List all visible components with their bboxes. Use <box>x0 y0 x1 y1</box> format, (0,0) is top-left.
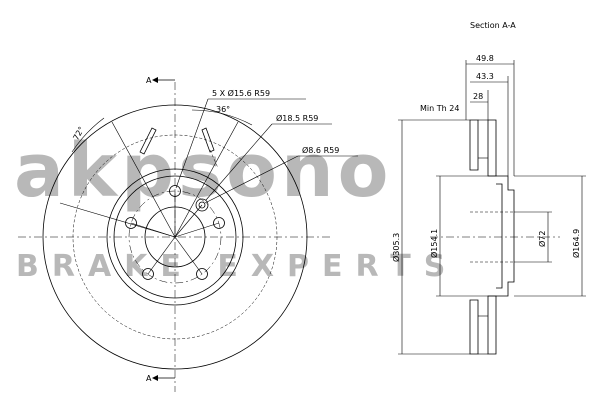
dimension-hat-diameter: Ø154.1 <box>429 175 470 297</box>
hole-8-callout: Ø8.6 R59 <box>302 145 339 155</box>
width-hat-label: 43.3 <box>476 72 494 81</box>
surface-slot <box>139 127 157 155</box>
hole-18-callout: Ø18.5 R59 <box>276 113 318 123</box>
section-profile <box>430 119 560 355</box>
bolt-hole <box>196 268 208 280</box>
leader-bolt-holes: 5 X Ø15.6 R59 <box>175 88 306 189</box>
min-thickness-label: Min Th 24 <box>420 104 459 113</box>
dimension-hub-diameter: Ø164.9 <box>514 175 586 297</box>
dimension-width-total: 49.8 <box>465 54 515 176</box>
bolt-radial-lines <box>130 191 220 275</box>
friction-ring-outboard-top <box>487 119 497 177</box>
hat-diameter-label: Ø154.1 <box>429 229 439 258</box>
dimension-thickness: 28 <box>470 90 489 120</box>
bolt-holes <box>125 185 225 280</box>
hat-section <box>496 175 515 297</box>
hat-inner-section <box>496 183 503 289</box>
bolt-hole <box>213 217 225 229</box>
angle-arc-72 <box>71 117 105 153</box>
angle-ray <box>111 121 176 238</box>
center-bore-label: Ø72 <box>537 231 547 247</box>
dimension-outer-diameter: Ø305.3 <box>391 119 470 355</box>
watermark-tagline: BRAKE EXPERTS <box>16 249 458 284</box>
section-marker-label: A <box>146 374 152 383</box>
bolt-hole <box>142 268 154 280</box>
outer-diameter-label: Ø305.3 <box>391 233 401 262</box>
bolt-hole <box>125 217 137 229</box>
leader-hole-8: Ø8.6 R59 <box>204 145 358 204</box>
front-view: A A 5 X Ø15.6 R59 36° 72° Ø18.5 R59 Ø8.6… <box>18 76 358 392</box>
section-marker-bottom: A <box>146 374 175 383</box>
width-total-label: 49.8 <box>476 54 494 63</box>
angle-ray <box>59 202 176 238</box>
thickness-label: 28 <box>473 92 483 101</box>
locating-hole-inner <box>198 201 206 209</box>
surface-slot <box>201 127 215 153</box>
hub-diameter-label: Ø164.9 <box>571 229 581 258</box>
friction-ring-inboard-bottom <box>469 299 479 355</box>
surface-slots <box>139 127 219 169</box>
dimension-center-bore: Ø72 <box>514 211 552 263</box>
section-title: Section A-A <box>470 21 516 30</box>
bolt-holes-callout: 5 X Ø15.6 R59 <box>212 88 270 98</box>
leader-hole-18: Ø18.5 R59 <box>205 113 332 201</box>
section-view: Section A-A <box>391 21 586 355</box>
section-marker-label: A <box>146 76 152 85</box>
watermark: akpsono BRAKE EXPERTS <box>14 128 458 284</box>
angle-36-label: 36° <box>216 105 230 114</box>
locating-hole-large <box>195 198 209 212</box>
section-marker-top: A <box>146 76 175 85</box>
friction-ring-outboard-bottom <box>487 295 497 355</box>
angle-arc-36 <box>191 109 253 126</box>
dimension-width-hat: 43.3 <box>470 72 509 176</box>
surface-slot-hidden <box>209 149 219 169</box>
watermark-brand: akpsono <box>14 128 393 214</box>
angle-ray <box>174 121 239 238</box>
friction-ring-inboard-top <box>469 119 479 171</box>
